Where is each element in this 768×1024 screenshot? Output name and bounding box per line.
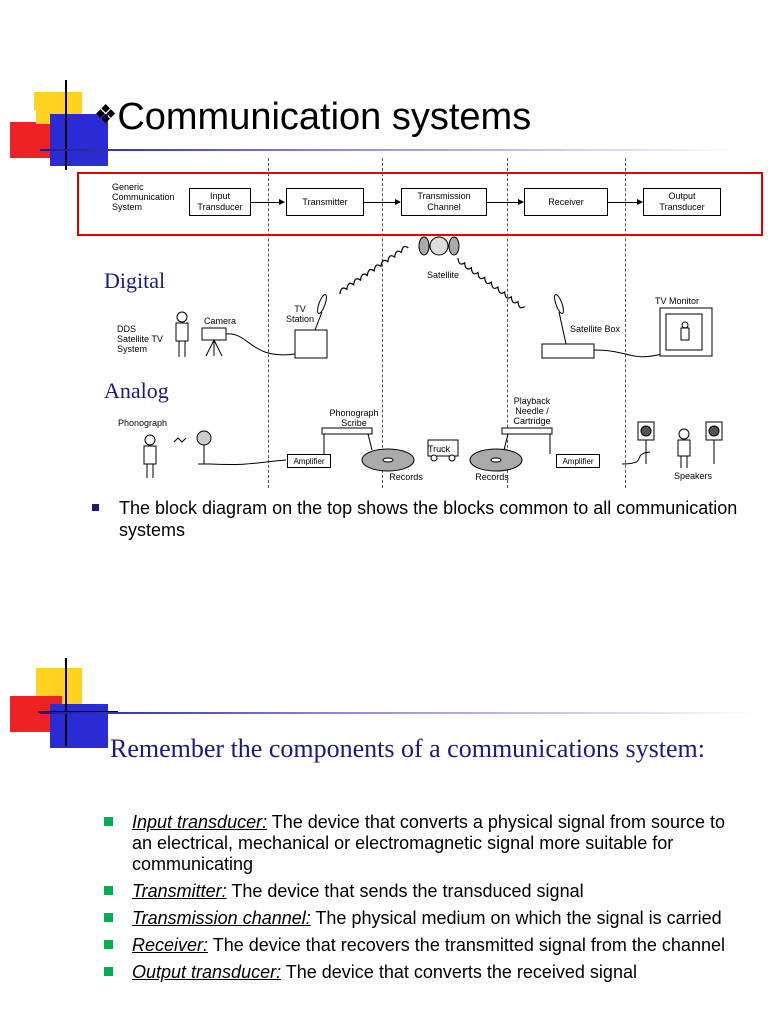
title-underline [40,712,760,714]
digital-label: Digital [104,268,166,293]
bullet-square-icon [104,817,113,826]
bullet-square-icon [104,967,113,976]
list-item: Transmission channel: The physical mediu… [104,908,744,929]
bullet-text: The block diagram on the top shows the b… [119,498,738,540]
amplifier-left: Amplifier [287,454,331,468]
satellite-box-icon [541,343,595,359]
generic-system-label: Generic Communication System [112,182,175,212]
tv-station-icon [294,329,328,359]
block-receiver: Receiver [524,188,608,216]
amplifier-right: Amplifier [556,454,600,468]
satellite-box-label: Satellite Box [570,324,621,334]
block-transmitter: Transmitter [286,188,364,216]
block-transmission-channel: Transmission Channel [401,188,487,216]
tv-station-label: TV Station [285,304,315,324]
speaker-icon [637,421,723,464]
satellite-label: Satellite [426,270,460,280]
page-title: ❖Communication systems [94,96,531,139]
camera-label: Camera [203,316,236,326]
term-definition: The device that converts a physical sign… [132,812,725,874]
person-icon [143,434,157,478]
term-label: Input transducer: [132,812,268,832]
bullet-square-icon [104,940,113,949]
bullet-diamond-icon: ❖ [94,99,118,129]
block-input-transducer: Input Transducer [189,188,251,216]
term-definition: The physical medium on which the signal … [310,908,722,928]
term-definition: The device that recovers the transmitted… [208,935,725,955]
bullet-square-icon [104,913,113,922]
slide-communication-systems: ❖Communication systems Generic Communica… [10,80,763,540]
records-right-label: Records [475,472,509,482]
slide-components: Remember the components of a communicati… [0,640,768,1024]
phonograph-scribe-label: Phonograph Scribe [329,408,379,428]
truck-label: Truck [428,444,451,454]
term-label: Receiver: [132,935,209,955]
highlight-frame [77,172,763,236]
bullet-square-icon [92,504,99,511]
section-title: Remember the components of a communicati… [110,734,705,763]
title-logo-blocks [10,658,118,748]
listener-person-icon [677,428,691,468]
guide-line [268,158,269,488]
list-item: Input transducer: The device that conver… [104,812,744,875]
term-definition: The device that sends the transduced sig… [226,881,584,901]
microphone-icon [196,430,212,465]
playback-label: Playback Needle / Cartridge [513,396,551,426]
flow-arrow [364,199,401,205]
title-text: Communication systems [117,96,532,138]
bullet-square-icon [104,886,113,895]
list-item: Output transducer: The device that conve… [104,962,744,983]
component-list: Input transducer: The device that conver… [104,812,744,989]
analog-system-illustration [143,421,723,478]
analog-label: Analog [104,378,169,403]
block-output-transducer: Output Transducer [643,188,721,216]
guide-line [507,158,508,488]
guide-line [625,158,626,488]
person-icon [175,311,189,357]
guide-line [382,158,383,488]
title-underline [40,149,740,151]
truck-icon [427,439,459,457]
flow-arrow [487,199,524,205]
camera-icon [201,327,227,357]
term-label: Transmission channel: [132,908,311,928]
phonograph-label: Phonograph [118,418,168,428]
term-label: Transmitter: [132,881,227,901]
flow-arrow [251,199,285,205]
term-label: Output transducer: [132,962,282,982]
tv-monitor-icon [659,307,713,357]
term-definition: The device that converts the received si… [281,962,637,982]
tv-monitor-label: TV Monitor [655,296,700,306]
speakers-label: Speakers [673,471,713,481]
title-logo-blocks [10,82,118,170]
records-left-label: Records [389,472,423,482]
list-item: Receiver: The device that recovers the t… [104,935,744,956]
digital-system-illustration [175,236,713,359]
flow-arrow [608,199,643,205]
dds-label: DDS Satellite TV System [117,324,163,354]
list-item: Transmitter: The device that sends the t… [104,881,744,902]
satellite-icon [418,236,460,256]
